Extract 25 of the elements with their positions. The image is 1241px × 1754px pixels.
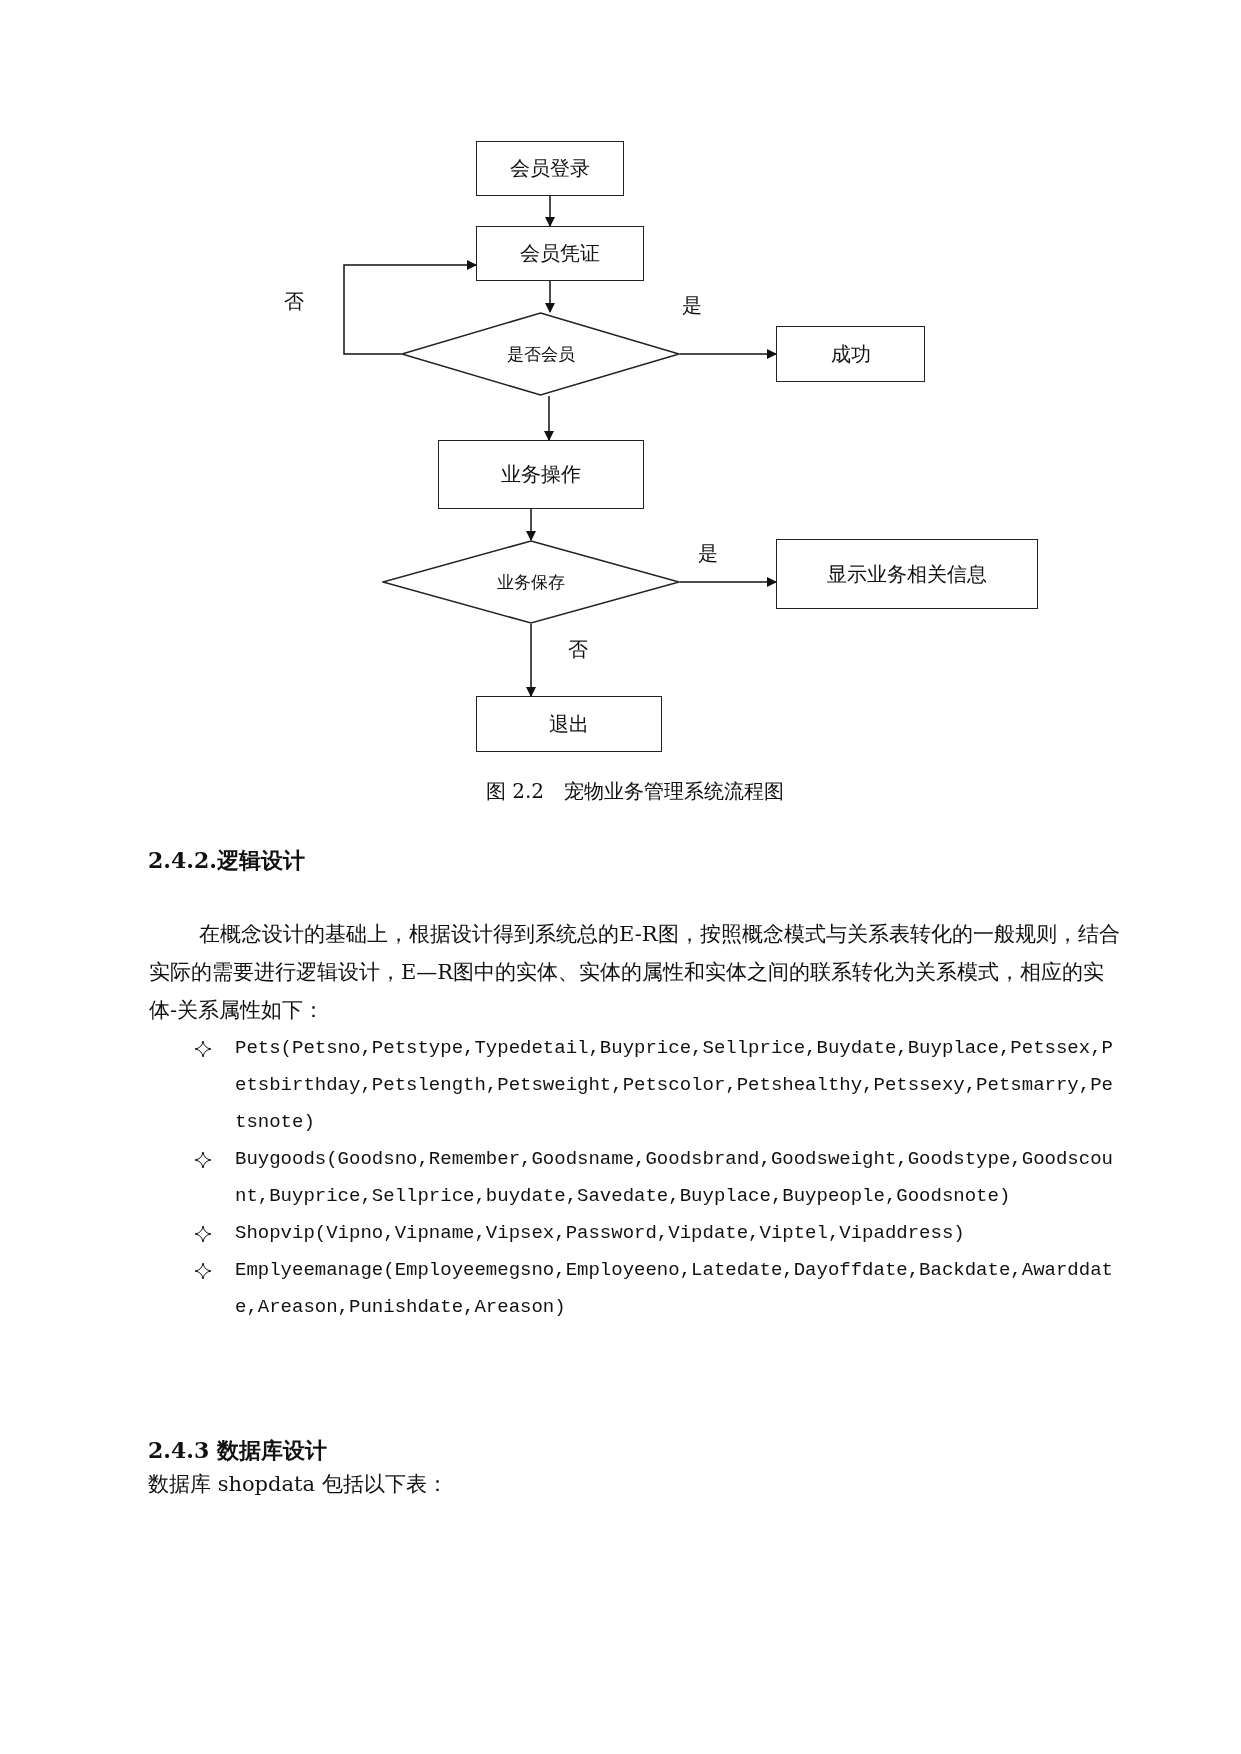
list-item: Shopvip(Vipno,Vipname,Vipsex,Password,Vipdate,Viptel,Vipaddress) — [235, 1221, 966, 1246]
arrow — [545, 195, 555, 227]
arrow — [343, 260, 477, 355]
process-box: 业务操作 — [438, 440, 644, 509]
process-box: 成功 — [776, 326, 925, 382]
arrow — [679, 577, 777, 587]
section-heading: 2.4.2.逻辑设计 — [148, 846, 306, 875]
decision-diamond: 业务保存 — [382, 540, 680, 624]
list-item: Pets(Petsno,Petstype,Typedetail,Buyprice,Sellprice,Buydate,Buyplace,Petssex,Petsbirthday,Petslength,Petsweight,Petscolor,Petshealthy,Petssexy,Petsmarry,Petsnote) — [235, 1036, 1114, 1135]
list-item: Emplyeemanage(Employeemegsno,Employeeno,Latedate,Dayoffdate,Backdate,Awarddate,Areason,Punishdate,Areason) — [235, 1258, 1114, 1320]
arrow — [544, 395, 554, 441]
arrow — [679, 349, 777, 359]
decision-diamond: 是否会员 — [401, 312, 680, 396]
section-heading: 2.4.3 数据库设计 — [148, 1436, 328, 1465]
process-box: 会员登录 — [476, 141, 624, 196]
arrow — [545, 280, 555, 313]
process-box: 退出 — [476, 696, 662, 752]
arrow — [526, 508, 536, 541]
arrow — [526, 623, 536, 697]
paragraph: 在概念设计的基础上，根据设计得到系统总的E-R图，按照概念模式与关系表转化的一般规则，结合实际的需要进行逻辑设计，E—R图中的实体、实体的属性和实体之间的联系转化为关系模式，相应的实体-关系属性如下： — [149, 921, 1121, 1024]
body-text: 数据库 shopdata 包括以下表： — [148, 1471, 449, 1498]
process-box: 会员凭证 — [476, 226, 644, 281]
figure-caption: 图 2.2 宠物业务管理系统流程图 — [484, 778, 786, 805]
list-item: Buygoods(Goodsno,Remember,Goodsname,Goodsbrand,Goodsweight,Goodstype,Goodscount,Buyprice,Sellprice,buydate,Savedate,Buyplace,Buypeople,Goodsnote) — [235, 1147, 1114, 1209]
process-box: 显示业务相关信息 — [776, 539, 1038, 609]
